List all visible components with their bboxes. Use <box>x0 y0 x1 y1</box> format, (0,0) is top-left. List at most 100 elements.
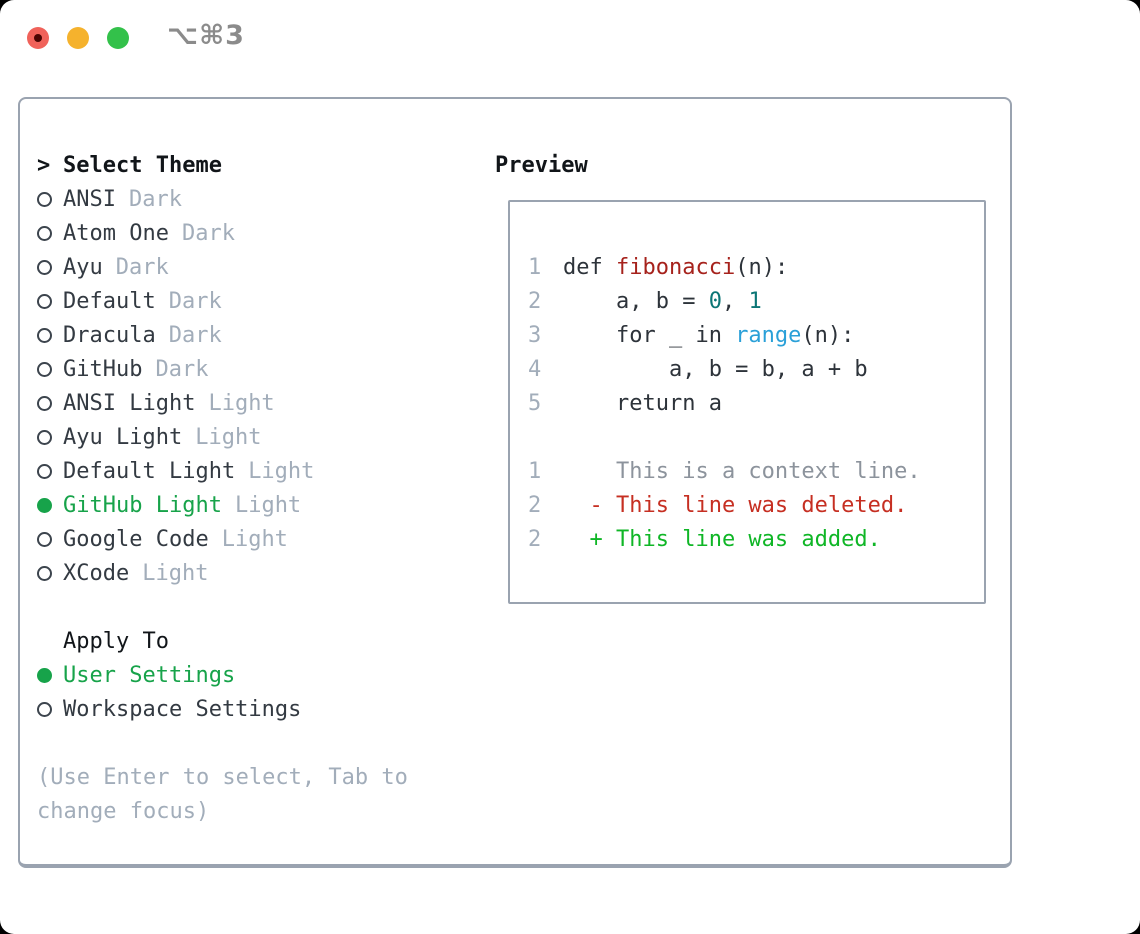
theme-variant-label: Dark <box>155 356 209 382</box>
help-line: change focus) <box>37 798 210 824</box>
theme-name: Dracula <box>63 322 156 348</box>
theme-variant-label: Dark <box>181 220 235 246</box>
line-number: 2 <box>528 526 542 552</box>
preview-line: 3 for _ in range(n): <box>528 318 984 352</box>
theme-option-default-light[interactable]: Default Light Light <box>37 454 477 488</box>
theme-variant-label: Light <box>221 526 288 552</box>
radio-icon <box>37 531 52 547</box>
theme-name: GitHub <box>63 356 143 382</box>
code-segment: 1 <box>748 288 762 314</box>
help-text: (Use Enter to select, Tab to change focus… <box>37 760 477 828</box>
preview-line <box>528 420 984 454</box>
line-number: 2 <box>528 492 542 518</box>
radio-icon <box>37 701 52 717</box>
preview-line <box>528 216 984 250</box>
selection-caret: > <box>37 152 51 178</box>
radio-icon <box>37 395 52 411</box>
spacer <box>37 590 477 624</box>
theme-option-github-light[interactable]: GitHub Light Light <box>37 488 477 522</box>
preview-title: Preview <box>495 152 588 178</box>
theme-variant-label: Dark <box>128 186 182 212</box>
theme-option-dracula[interactable]: Dracula Dark <box>37 318 477 352</box>
code-segment: fibonacci <box>615 254 736 280</box>
code-segment: return a <box>563 390 722 416</box>
preview-header: Preview <box>495 148 588 182</box>
code-segment: 0 <box>708 288 722 314</box>
code-segment: range <box>735 322 802 348</box>
preview-line: 4 a, b = b, a + b <box>528 352 984 386</box>
theme-variant-label: Dark <box>168 322 222 348</box>
theme-variant-label: Dark <box>168 288 222 314</box>
radio-icon <box>37 225 52 241</box>
theme-option-atom-one[interactable]: Atom One Dark <box>37 216 477 250</box>
apply-option-workspace-settings[interactable]: Workspace Settings <box>37 692 477 726</box>
theme-name: Default <box>63 288 156 314</box>
traffic-light-close-button[interactable] <box>27 27 49 49</box>
radio-icon <box>37 361 52 377</box>
theme-name: Google Code <box>63 526 209 552</box>
line-number: 5 <box>528 390 542 416</box>
apply-option-user-settings[interactable]: User Settings <box>37 658 477 692</box>
radio-icon <box>37 497 52 513</box>
window-shortcut-label: ⌥⌘3 <box>167 20 245 51</box>
preview-line: 2 + This line was added. <box>528 522 984 556</box>
theme-variant-label: Dark <box>115 254 169 280</box>
theme-list-title: Select Theme <box>63 152 222 178</box>
theme-option-default[interactable]: Default Dark <box>37 284 477 318</box>
radio-icon <box>37 293 52 309</box>
close-dot-icon <box>34 34 42 42</box>
code-segment: a, b = <box>563 288 709 314</box>
apply-to-header: Apply To <box>37 624 477 658</box>
radio-icon <box>37 191 52 207</box>
traffic-light-minimize-button[interactable] <box>67 27 89 49</box>
theme-option-ayu[interactable]: Ayu Dark <box>37 250 477 284</box>
radio-icon <box>37 667 52 683</box>
theme-option-google-code[interactable]: Google Code Light <box>37 522 477 556</box>
traffic-light-zoom-button[interactable] <box>107 27 129 49</box>
main-panel <box>18 97 1012 868</box>
code-segment: - This line was deleted. <box>563 492 908 518</box>
theme-name: Ayu <box>63 254 103 280</box>
theme-option-xcode[interactable]: XCode Light <box>37 556 477 590</box>
spacer <box>37 726 477 760</box>
theme-name: Ayu Light <box>63 424 183 450</box>
theme-variant-label: Light <box>142 560 209 586</box>
preview-line: 2 - This line was deleted. <box>528 488 984 522</box>
code-segment: + This line was added. <box>563 526 881 552</box>
help-line: (Use Enter to select, Tab to <box>37 764 408 790</box>
apply-to-title: Apply To <box>63 628 169 654</box>
code-segment: a, b = b, a + b <box>563 356 868 382</box>
radio-icon <box>37 429 52 445</box>
preview-line: 1 This is a context line. <box>528 454 984 488</box>
theme-option-github[interactable]: GitHub Dark <box>37 352 477 386</box>
theme-list-header: > Select Theme <box>37 148 477 182</box>
theme-variant-label: Light <box>208 390 275 416</box>
code-segment: , <box>721 288 749 314</box>
theme-name: Default Light <box>63 458 236 484</box>
apply-option-label: Workspace Settings <box>63 696 302 722</box>
line-number: 3 <box>528 322 542 348</box>
preview-line: 5 return a <box>528 386 984 420</box>
theme-name: XCode <box>63 560 130 586</box>
theme-name: GitHub Light <box>63 492 222 518</box>
code-segment: (n): <box>735 254 789 280</box>
line-number: 1 <box>528 458 542 484</box>
code-segment: for _ in <box>563 322 736 348</box>
radio-icon <box>37 259 52 275</box>
code-segment: This is a context line. <box>563 458 921 484</box>
code-segment: def <box>563 254 616 280</box>
radio-icon <box>37 327 52 343</box>
theme-name: Atom One <box>63 220 169 246</box>
theme-variant-label: Light <box>234 492 302 518</box>
theme-variant-label: Light <box>248 458 315 484</box>
